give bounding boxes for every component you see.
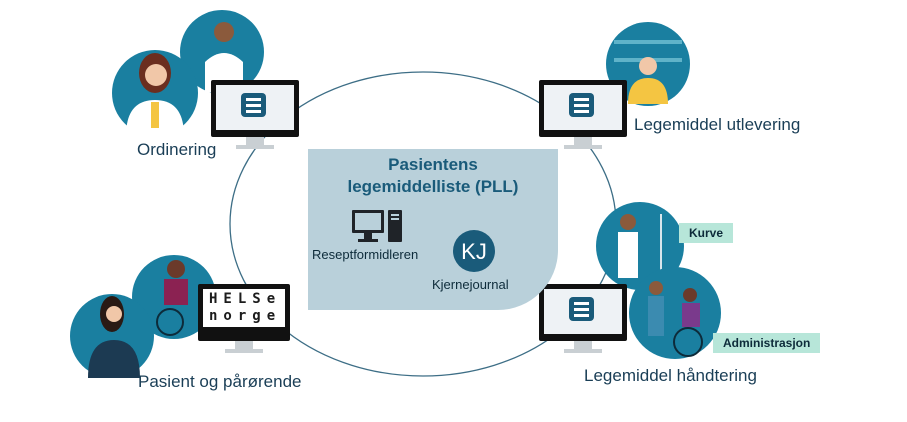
pll-title: Pasientens legemiddelliste (PLL)	[308, 154, 558, 198]
kjernejournal-label: Kjernejournal	[432, 277, 509, 292]
utlevering-label: Legemiddel utlevering	[634, 115, 801, 134]
monitor-handtering	[539, 284, 627, 353]
helsenorge-line1: HELSe	[209, 291, 282, 307]
handtering-label: Legemiddel håndtering	[584, 366, 757, 385]
wheelchair-avatar	[629, 267, 721, 359]
helsenorge-logo: HELSe norge	[203, 289, 285, 327]
patient-avatar-back	[132, 255, 216, 339]
kj-logo-text: KJ	[461, 239, 487, 264]
pll-center-box: Pasientens legemiddelliste (PLL) Reseptf…	[308, 149, 558, 310]
pll-title-line2: legemiddelliste (PLL)	[347, 177, 519, 196]
kurve-tag: Kurve	[679, 223, 734, 243]
pll-title-line1: Pasientens	[388, 155, 478, 174]
pasient-label: Pasient og pårørende	[138, 372, 302, 391]
helsenorge-line2: norge	[209, 308, 282, 324]
monitor-utlevering	[539, 80, 627, 149]
monitor-ordinering	[211, 80, 299, 149]
kjernejournal-logo-icon: KJ	[453, 230, 495, 272]
clinician-avatar	[596, 202, 684, 290]
ordinering-label: Ordinering	[137, 140, 217, 159]
computer-icon	[352, 210, 402, 242]
reseptformidleren-label: Reseptformidleren	[312, 247, 419, 262]
doctor-avatar-front	[112, 50, 198, 136]
patient-avatar-front	[70, 294, 154, 378]
administrasjon-tag: Administrasjon	[713, 333, 821, 353]
